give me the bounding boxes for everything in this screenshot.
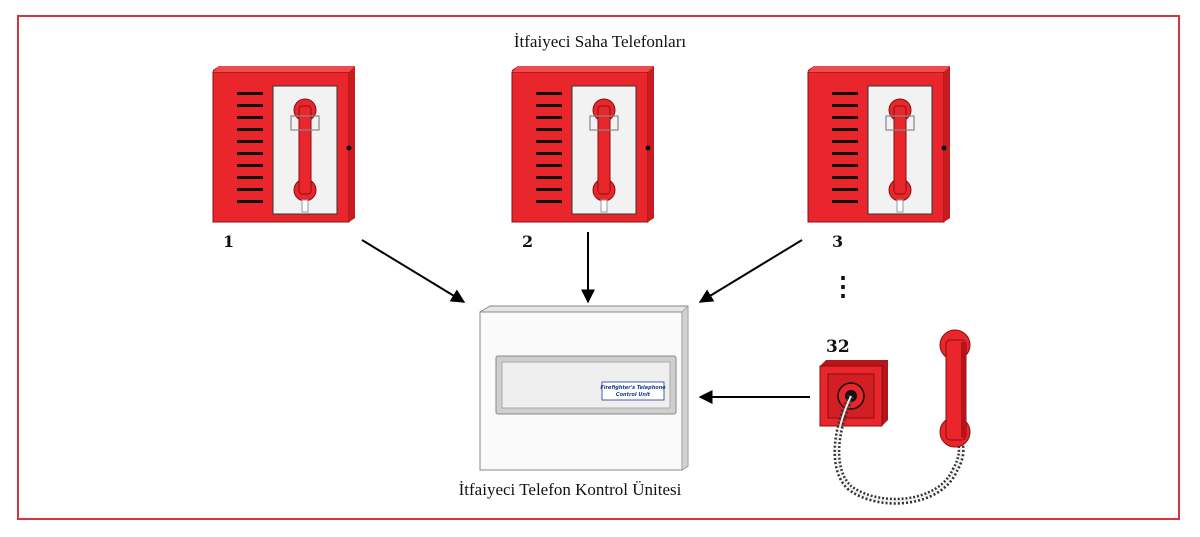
control-unit-title: İtfaiyeci Telefon Kontrol Ünitesi	[458, 480, 682, 499]
field-phone-3	[807, 65, 951, 223]
handset-receiver	[939, 329, 971, 448]
field-phone-1	[212, 65, 356, 223]
control-unit-panel-label-1: Firefighter's Telephone	[600, 385, 666, 391]
phone-label-1: 1	[223, 232, 235, 251]
arrow-phone-3	[698, 239, 803, 303]
field-phone-2	[511, 65, 655, 223]
handset-label-32: 32	[826, 337, 850, 357]
phone-label-2: 2	[522, 232, 534, 251]
diagram-frame	[17, 15, 1180, 520]
control-unit-box: Firefighter's Telephone Control Unit	[479, 305, 689, 471]
ellipsis-vertical: ⋮	[830, 272, 856, 302]
phone-label-3: 3	[832, 232, 844, 251]
field-phones-title: İtfaiyeci Saha Telefonları	[513, 32, 687, 51]
handset-jack	[819, 360, 888, 427]
arrows	[361, 232, 810, 404]
control-unit-panel-label-2: Control Unit	[616, 392, 651, 398]
arrow-phone-1	[361, 239, 466, 303]
